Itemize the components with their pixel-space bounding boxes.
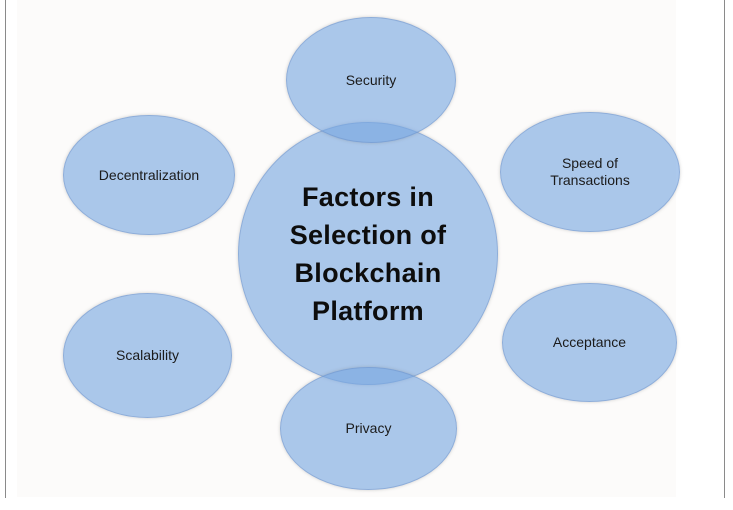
- page-frame-right-border: [724, 0, 725, 498]
- node-label-acceptance: Acceptance: [552, 334, 627, 350]
- node-ellipse-speed-of-transactions: Speed of Transactions: [500, 112, 680, 232]
- node-ellipse-security: Security: [286, 17, 456, 143]
- node-ellipse-privacy: Privacy: [280, 367, 457, 490]
- node-label-security: Security: [345, 71, 397, 88]
- node-ellipse-acceptance: Acceptance: [502, 283, 677, 402]
- center-ellipse: Factors in Selection of Blockchain Platf…: [238, 122, 498, 385]
- node-ellipse-scalability: Scalability: [63, 293, 232, 418]
- node-label-privacy: Privacy: [345, 420, 392, 436]
- node-label-decentralization: Decentralization: [98, 166, 200, 183]
- node-ellipse-decentralization: Decentralization: [63, 115, 235, 235]
- node-label-scalability: Scalability: [115, 347, 180, 363]
- page-frame-left-border: [5, 0, 6, 498]
- node-label-speed-of-transactions: Speed of Transactions: [550, 155, 630, 188]
- center-title: Factors in Selection of Blockchain Platf…: [289, 181, 447, 326]
